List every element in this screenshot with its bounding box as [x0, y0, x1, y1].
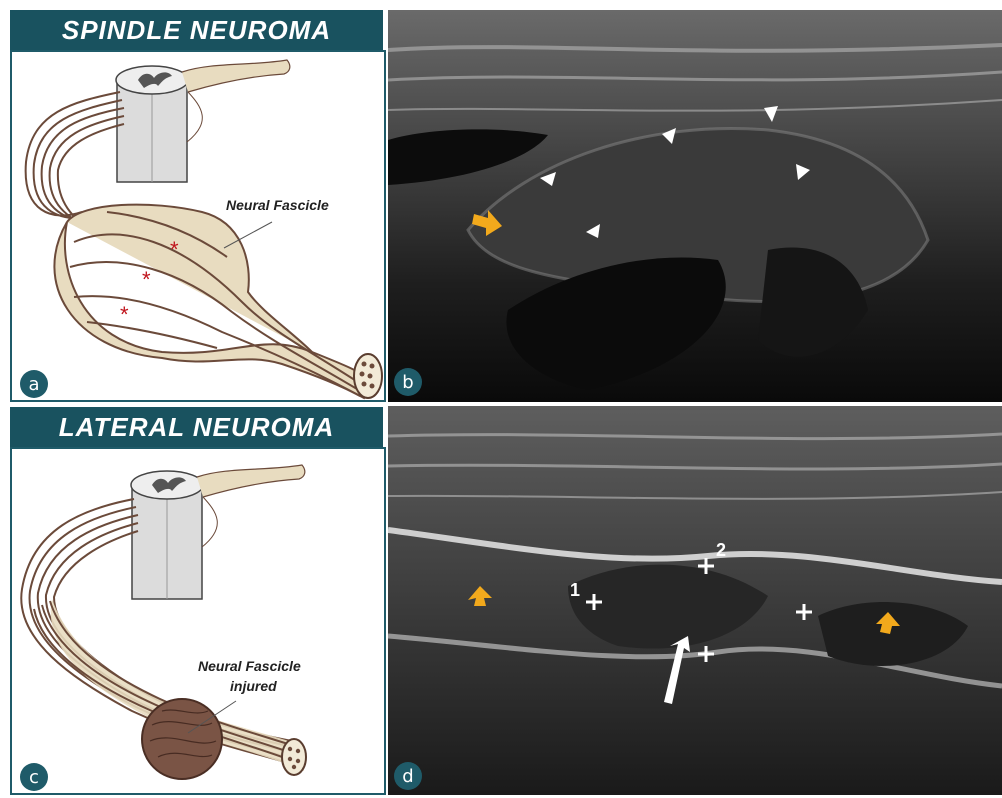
spindle-neuroma-title: SPINDLE NEUROMA: [10, 10, 383, 50]
asterisk-marker: *: [142, 267, 151, 292]
lateral-neuroma-illustration: Neural Fascicle injured: [12, 449, 384, 793]
injured-label: injured: [230, 678, 277, 694]
ultrasound-panel-b: b: [388, 10, 1002, 402]
ultrasound-panel-d: 1 2 d: [388, 406, 1002, 795]
nerve-cut-end: [282, 739, 306, 775]
spinal-cord-icon: [116, 60, 290, 182]
asterisk-marker: *: [120, 302, 129, 327]
panel-letter-d: d: [394, 762, 422, 790]
caliper-label-2: 2: [716, 540, 726, 560]
neural-fascicle-label: Neural Fascicle: [226, 197, 329, 213]
asterisk-marker: *: [170, 237, 179, 262]
neural-fascicle-label: Neural Fascicle: [198, 658, 301, 674]
caliper-label-1: 1: [570, 580, 580, 600]
spindle-neuroma-illustration: * * * Neural Fascicle: [12, 52, 384, 400]
lateral-neuroma-title: LATERAL NEUROMA: [10, 407, 383, 447]
panel-letter-b: b: [394, 368, 422, 396]
panel-c-frame: Neural Fascicle injured c: [10, 447, 386, 795]
panel-letter-c: c: [20, 763, 48, 791]
panel-letter-a: a: [20, 370, 48, 398]
panel-a-frame: * * * Neural Fascicle a: [10, 50, 386, 402]
spinal-cord-icon: [131, 465, 305, 599]
